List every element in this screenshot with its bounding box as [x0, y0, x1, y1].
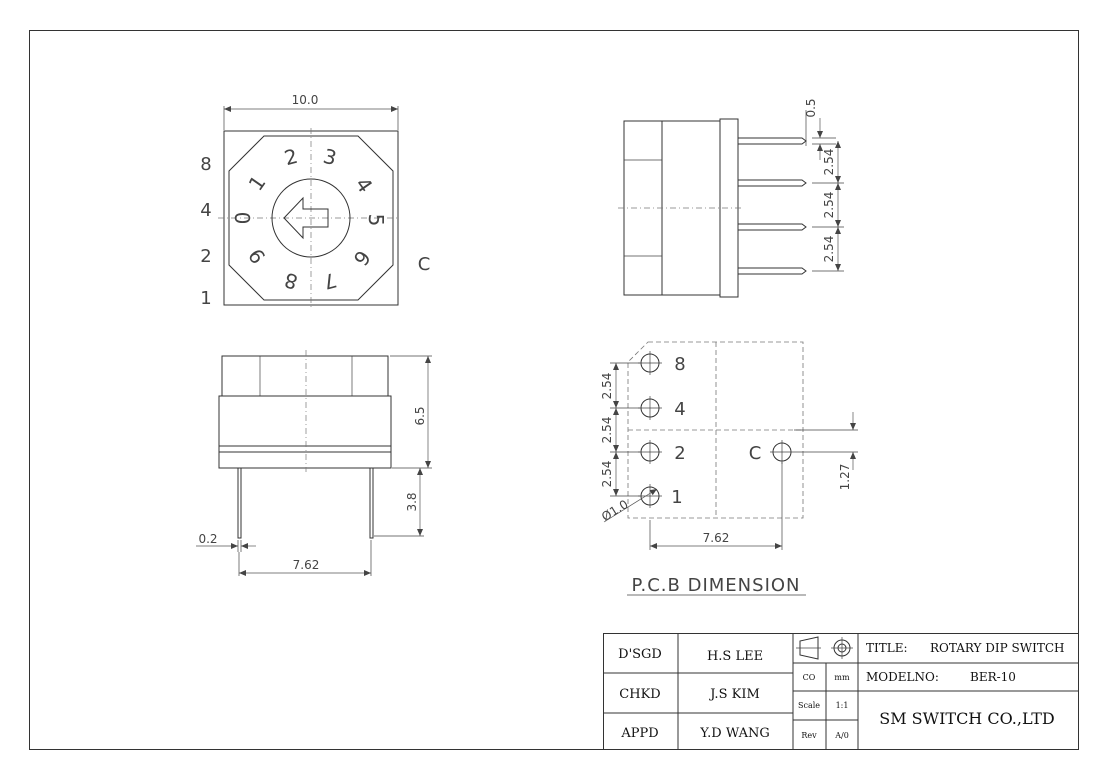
designed-label: D'SGD	[618, 647, 662, 662]
dim-pitch-2: 2.54	[822, 192, 836, 219]
dial-number-9: 9	[244, 244, 271, 268]
dim-row-spacing-pcb: 7.62	[703, 531, 730, 545]
code-label-4: 4	[200, 200, 211, 221]
code-label-2: 2	[200, 246, 211, 267]
dial-number-4: 4	[351, 173, 378, 197]
dim-pin-length: 3.8	[405, 492, 419, 511]
pcb-label-4: 4	[674, 399, 685, 420]
company-name: SM SWITCH CO.,LTD	[879, 709, 1055, 728]
title-label: TITLE:	[866, 641, 908, 655]
checked-label: CHKD	[619, 687, 660, 702]
designed-by: H.S LEE	[707, 649, 763, 664]
dim-body-height: 6.5	[413, 406, 427, 425]
dial-number-7: 7	[321, 268, 340, 294]
arrow-pointer-icon	[283, 196, 329, 240]
dim-pitch-3: 2.54	[822, 236, 836, 263]
dial-number-3: 3	[321, 144, 340, 170]
projection-symbol-icon	[796, 636, 821, 660]
side-pins	[738, 137, 807, 275]
dim-pin-tip: 0.5	[804, 98, 818, 117]
sheet-border	[29, 30, 1079, 750]
model-number: BER-10	[970, 670, 1016, 684]
co-label: CO	[803, 673, 816, 682]
pcb-label-c: C	[749, 443, 762, 464]
code-label-8: 8	[200, 154, 211, 175]
drawing-title: ROTARY DIP SWITCH	[930, 641, 1064, 655]
dim-pin-width: 0.2	[198, 532, 217, 546]
model-label: MODELNO:	[866, 670, 939, 684]
pcb-label-2: 2	[674, 443, 685, 464]
dial-number-6: 6	[349, 246, 376, 270]
top-view: 10.0 8 4 2 1 C 0 1 2 3 4 5 6 7 8 9	[200, 93, 430, 310]
dim-pitch-1: 2.54	[822, 149, 836, 176]
dim-top-width: 10.0	[292, 93, 319, 107]
dim-pcb-pitch-2: 2.54	[600, 417, 614, 444]
unit-value: mm	[834, 673, 850, 682]
code-label-1: 1	[200, 288, 211, 309]
dim-pcb-pitch-1: 2.54	[600, 373, 614, 400]
pcb-dimension-view: 8 4 2 1 C 2.54 2.54 2.54 Ø1.0 1.27 7.62 …	[599, 341, 858, 596]
rotary-knob	[271, 178, 351, 258]
scale-value: 1:1	[836, 701, 849, 710]
approved-label: APPD	[620, 726, 658, 741]
dim-c-offset: 1.27	[838, 464, 852, 491]
dial-number-1: 1	[244, 171, 271, 195]
scale-label: Scale	[798, 701, 820, 710]
dial-number-0: 0	[231, 212, 255, 225]
dim-row-spacing-front: 7.62	[293, 558, 320, 572]
target-symbol-icon	[831, 637, 853, 659]
common-label-top: C	[418, 254, 431, 275]
side-view: 0.5 2.54 2.54 2.54	[618, 98, 844, 298]
pcb-holes	[638, 351, 794, 508]
dim-pcb-pitch-3: 2.54	[600, 461, 614, 488]
checked-by: J.S KIM	[708, 687, 760, 702]
dim-hole-diameter: Ø1.0	[599, 497, 631, 524]
top-octagon	[228, 135, 394, 301]
front-view: 6.5 3.8 0.2 7.62	[196, 350, 432, 576]
rev-label: Rev	[801, 731, 817, 740]
dial-number-2: 2	[282, 144, 301, 170]
pcb-dimension-title: P.C.B DIMENSION	[631, 575, 800, 596]
dial-number-5: 5	[364, 214, 388, 227]
rev-value: A/0	[834, 731, 849, 740]
approved-by: Y.D WANG	[699, 726, 769, 741]
pcb-label-8: 8	[674, 354, 685, 375]
dial-number-8: 8	[282, 268, 301, 294]
pcb-label-1: 1	[671, 487, 682, 508]
title-block: D'SGD H.S LEE CHKD J.S KIM APPD Y.D WANG…	[603, 633, 1079, 750]
